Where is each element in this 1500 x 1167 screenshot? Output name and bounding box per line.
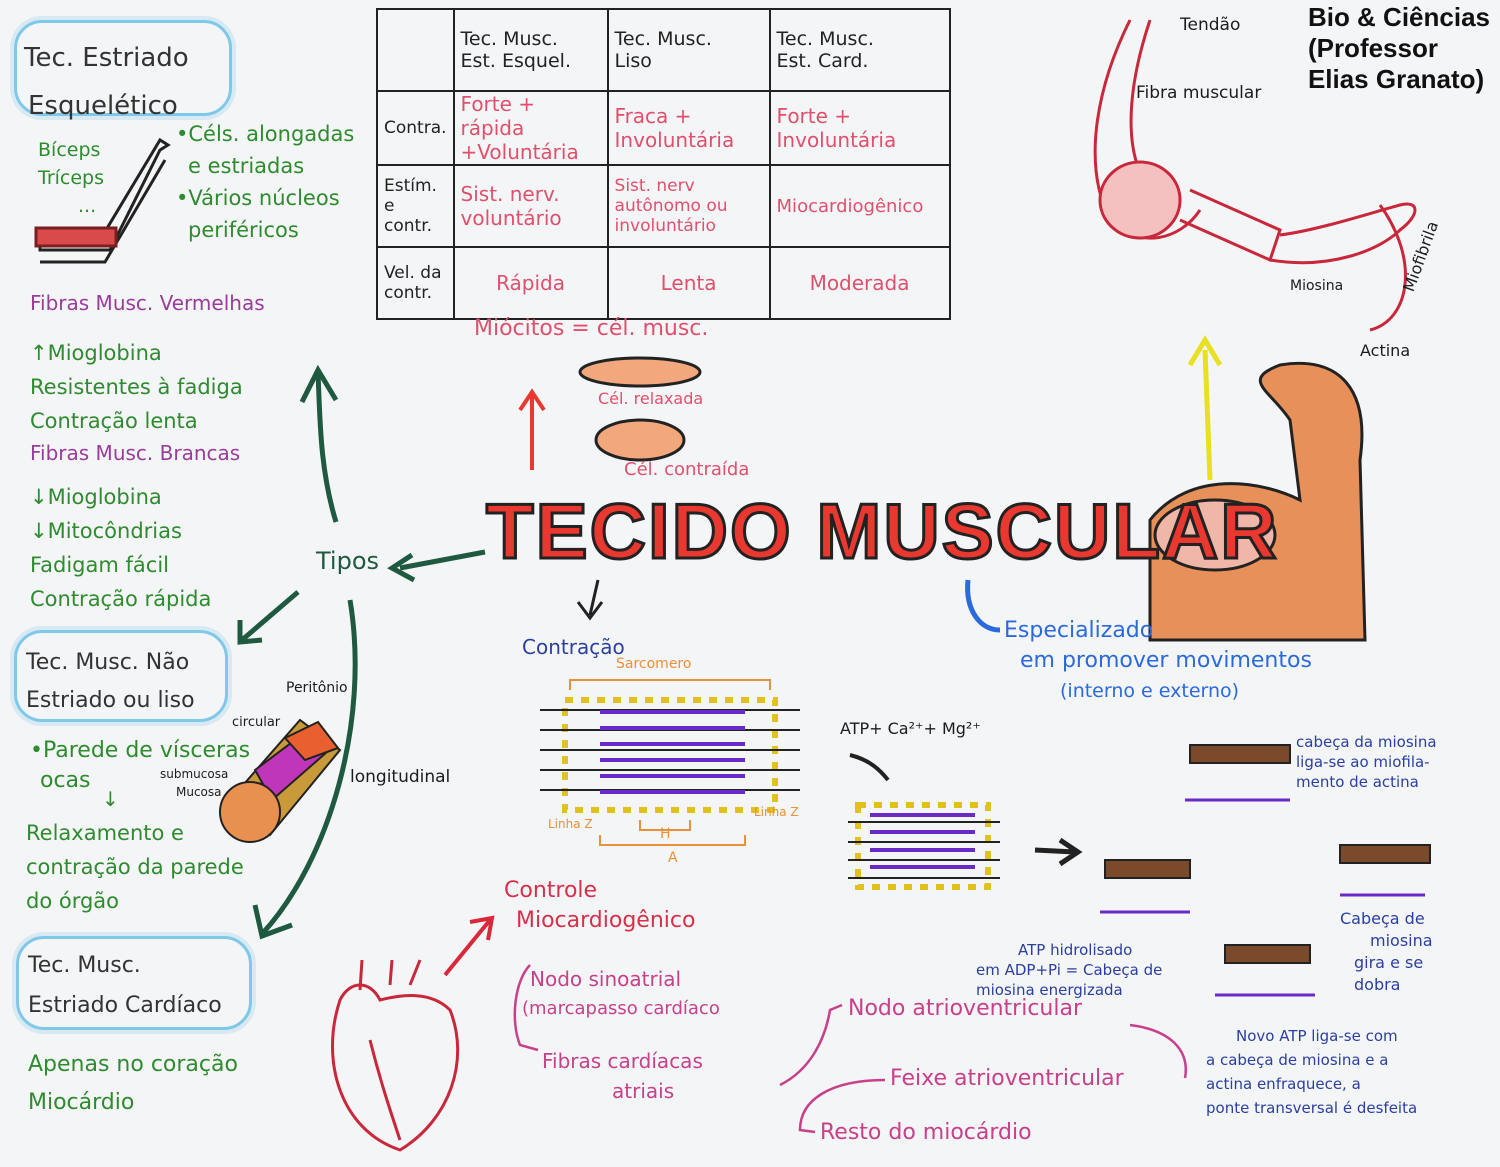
bone-icon bbox=[34, 137, 171, 264]
nodo-sa: Nodo sinoatrial(marcapasso cardíaco bbox=[522, 967, 720, 1019]
credit-block: Bio & Ciências (Professor Elias Granato) bbox=[1308, 2, 1490, 96]
arrow-right-icon bbox=[1034, 837, 1083, 867]
layer-mucosa: Mucosa bbox=[176, 785, 222, 799]
smooth-box bbox=[14, 630, 228, 722]
table-cell: Moderada bbox=[768, 246, 951, 320]
especializado-text: Especializado em promover movimentos (in… bbox=[1004, 618, 1312, 702]
table-header: Tec. Musc.Liso bbox=[606, 8, 771, 92]
layer-longitudinal: longitudinal bbox=[350, 767, 451, 787]
arrow-curve-blue-icon bbox=[965, 579, 1001, 633]
table-header: Tec. Musc.Est. Esquel. bbox=[452, 8, 609, 92]
label-miosina: Miosina bbox=[1290, 278, 1344, 294]
table-cell: Forte + rápida+Voluntária bbox=[452, 90, 609, 166]
cardiac-title: Tec. Musc.Estriado Cardíaco bbox=[28, 953, 222, 1018]
credit-line: Elias Granato) bbox=[1307, 64, 1485, 95]
smooth-muscle-tube-icon bbox=[219, 718, 342, 843]
label-actina: Actina bbox=[1360, 341, 1411, 360]
muscle-fiber-icon bbox=[1093, 19, 1417, 332]
heart-icon bbox=[331, 959, 460, 1152]
table-row-label: Contra. bbox=[376, 90, 455, 166]
linha-z-right: Linha Z bbox=[754, 805, 799, 819]
arrow-down-green-icon: ↓ bbox=[102, 787, 119, 811]
table-row-label: Estím.e contr. bbox=[376, 164, 455, 248]
skeletal-box bbox=[14, 20, 232, 116]
contracao-label: Contração bbox=[522, 635, 625, 659]
table-cell: Sist. nerv.voluntário bbox=[452, 164, 609, 248]
conduction-arrows bbox=[513, 964, 1187, 1134]
arrow-up-right-icon bbox=[443, 915, 495, 977]
cell-relaxed-label: Cél. relaxada bbox=[598, 389, 704, 408]
myosin-cycle-icons bbox=[1100, 744, 1431, 997]
table-header: Tec. Musc.Est. Card. bbox=[768, 8, 951, 92]
layer-submucosa: submucosa bbox=[160, 767, 229, 781]
table-cell: Forte +Involuntária bbox=[768, 90, 951, 166]
feixe-av: Feixe atrioventricular bbox=[890, 1066, 1124, 1091]
credit-line: Bio & Ciências bbox=[1307, 2, 1490, 32]
resto-miocardio: Resto do miocárdio bbox=[820, 1120, 1032, 1145]
label-tendao: Tendão bbox=[1180, 15, 1241, 35]
red-fibers-title: Fibras Musc. Vermelhas bbox=[30, 291, 265, 315]
label-fibra: Fibra muscular bbox=[1136, 83, 1262, 103]
tipos-label: Tipos bbox=[316, 547, 380, 575]
table-cell: Rápida bbox=[452, 246, 609, 320]
a-band-label: A bbox=[668, 850, 678, 866]
table-cell: Fraca +Involuntária bbox=[606, 90, 771, 166]
arrow-up-yellow-icon bbox=[1187, 335, 1223, 481]
white-fibers-title: Fibras Musc. Brancas bbox=[30, 441, 241, 465]
atp-formula: ATP+ Ca²⁺+ Mg²⁺ bbox=[840, 719, 981, 738]
muscle-arm-icon bbox=[1148, 361, 1367, 642]
table-cell: Lenta bbox=[606, 246, 771, 320]
sarcomere-icon bbox=[540, 679, 800, 846]
arrow-down-icon bbox=[576, 579, 604, 621]
arrow-up-icon bbox=[518, 388, 546, 470]
table-corner bbox=[376, 8, 455, 92]
nodo-av: Nodo atrioventricular bbox=[848, 996, 1083, 1021]
layer-circular: circular bbox=[232, 715, 281, 730]
table-cell: Miocardiogênico bbox=[768, 164, 951, 248]
tipos-arrows bbox=[237, 364, 486, 940]
cell-contracted-label: Cél. contraída bbox=[624, 459, 750, 480]
comparison-table: Tec. Musc.Est. Esquel. Tec. Musc.Liso Te… bbox=[376, 8, 951, 320]
credit-line: (Professor bbox=[1307, 33, 1438, 64]
linha-z-left: Linha Z bbox=[548, 817, 593, 831]
miocitos-label: Miócitos = cél. musc. bbox=[474, 316, 709, 341]
contracted-sarcomere-icon bbox=[848, 802, 1000, 890]
cardiac-box bbox=[16, 936, 252, 1030]
h-band-label: H bbox=[660, 826, 671, 842]
arrow-icon bbox=[849, 753, 890, 782]
layer-peritonio: Peritônio bbox=[286, 680, 348, 696]
page-title: TECIDO MUSCULAR bbox=[485, 486, 1279, 577]
muscle-cell-relaxed-icon bbox=[578, 356, 702, 388]
muscle-cell-contracted-icon bbox=[594, 418, 686, 462]
sarcomere-label: Sarcomero bbox=[616, 656, 692, 672]
